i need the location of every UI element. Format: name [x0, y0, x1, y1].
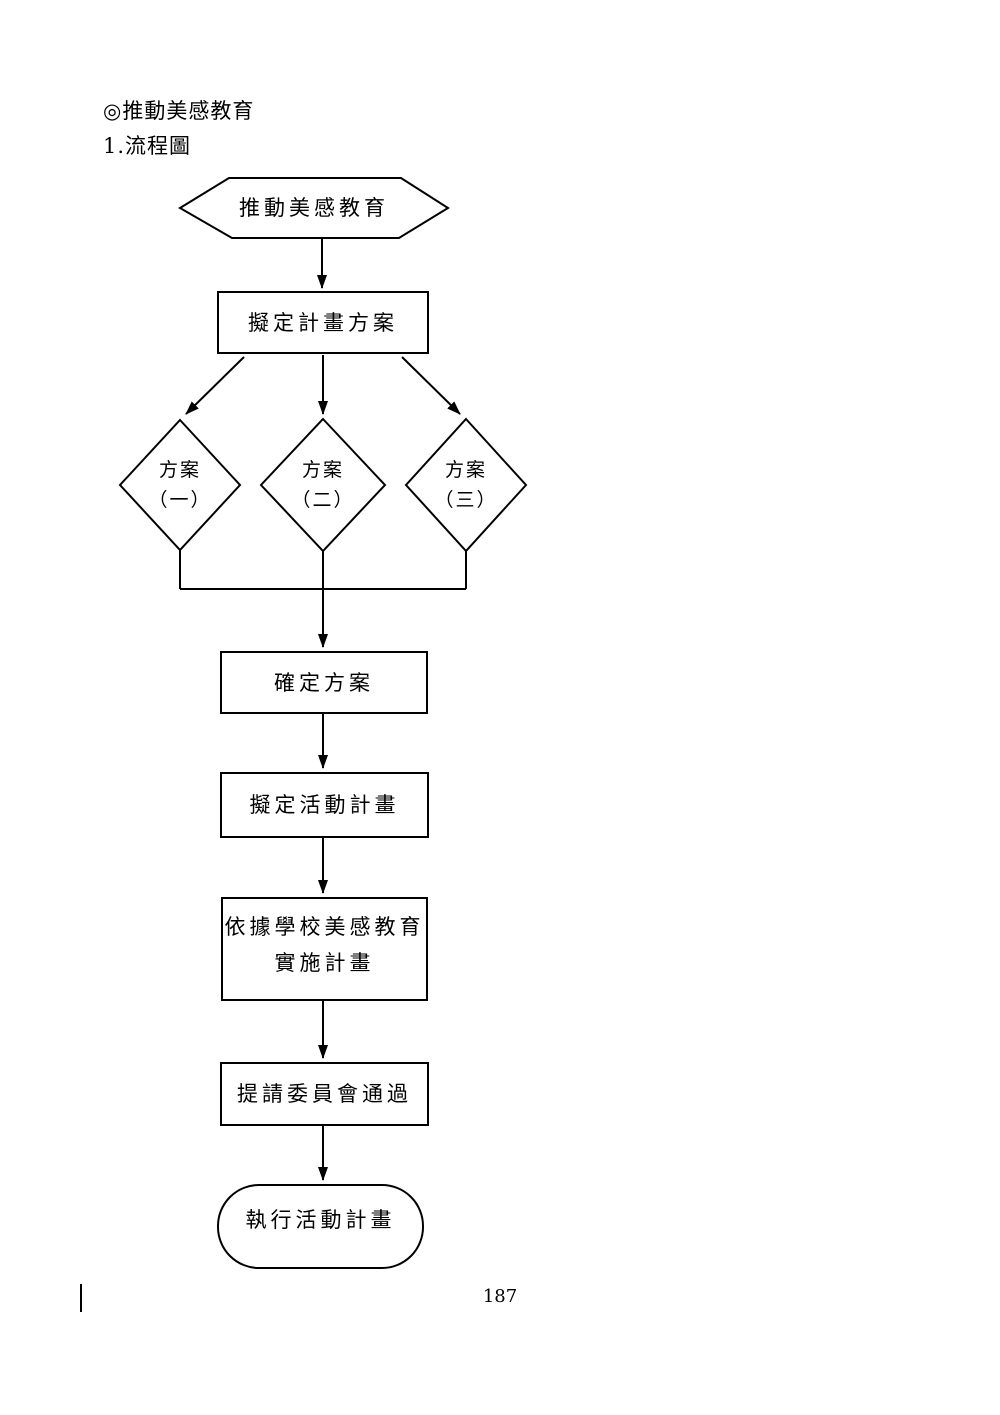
section-title: ◎推動美感教育 [103, 99, 255, 123]
arrow-plan-to-option1 [185, 356, 245, 415]
activity-plan-box-shape [220, 772, 429, 838]
flowchart-heading: 1.流程圖 [103, 134, 192, 158]
execute-terminator-shape [217, 1184, 424, 1269]
margin-change-bar [80, 1284, 82, 1312]
committee-box-shape [220, 1062, 429, 1126]
implement-basis-box-shape [221, 897, 428, 1001]
page-number: 187 [482, 1286, 518, 1307]
option3-diamond-shape [404, 417, 528, 553]
option2-diamond-shape [259, 417, 387, 553]
confirm-box-shape [220, 651, 428, 714]
option1-diamond-shape [118, 418, 242, 552]
arrow-plan-to-option3 [401, 356, 461, 415]
step-plan-box-shape [217, 291, 429, 354]
start-hexagon-shape [178, 177, 450, 239]
